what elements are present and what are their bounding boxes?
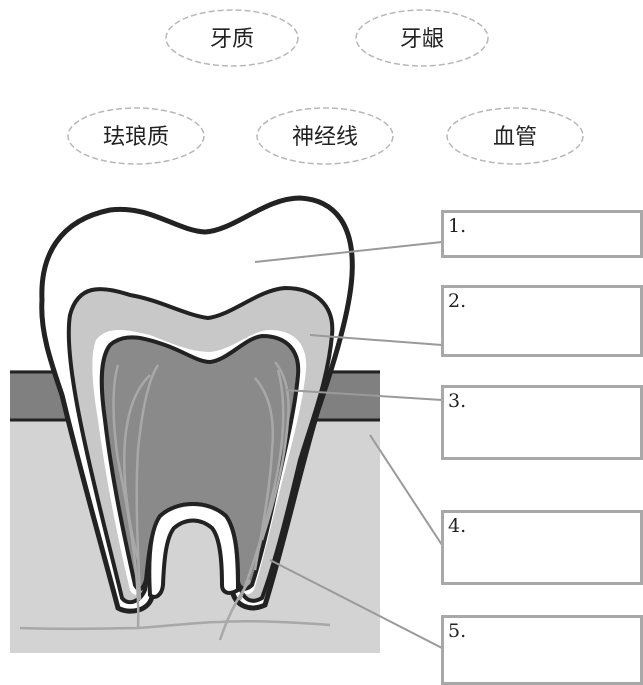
word-cloud-3: 珐琅质	[67, 107, 205, 165]
answer-box-3[interactable]: 3.	[441, 385, 643, 460]
answer-box-number: 2.	[448, 290, 467, 312]
word-cloud-5: 血管	[446, 107, 584, 165]
answer-box-number: 5.	[448, 620, 467, 642]
word-cloud-label: 牙质	[210, 27, 254, 52]
leader-lines	[254, 241, 443, 649]
word-cloud-4: 神经线	[256, 107, 394, 165]
answer-box-1[interactable]: 1.	[441, 210, 643, 258]
answer-box-number: 1.	[448, 215, 467, 237]
leader-line-1	[254, 241, 443, 263]
word-cloud-label: 珐琅质	[103, 125, 169, 150]
answer-box-2[interactable]: 2.	[441, 285, 643, 357]
answer-box-5[interactable]: 5.	[441, 615, 643, 685]
word-cloud-label: 神经线	[292, 125, 358, 150]
leader-line-3	[284, 389, 443, 401]
answer-box-number: 3.	[448, 390, 467, 412]
answer-box-4[interactable]: 4.	[441, 510, 643, 585]
leader-line-2	[309, 334, 443, 346]
leader-line-4	[369, 434, 443, 546]
word-cloud-2: 牙龈	[355, 9, 489, 67]
tooth-illustration	[10, 195, 380, 653]
word-bank: 牙质 牙龈 珐琅质 神经线 血管	[67, 9, 584, 165]
answer-box-number: 4.	[448, 515, 467, 537]
word-cloud-1: 牙质	[165, 9, 299, 67]
leader-line-5	[269, 559, 443, 649]
nerves	[19, 361, 331, 641]
word-cloud-label: 牙龈	[400, 27, 444, 52]
word-cloud-label: 血管	[493, 125, 537, 150]
